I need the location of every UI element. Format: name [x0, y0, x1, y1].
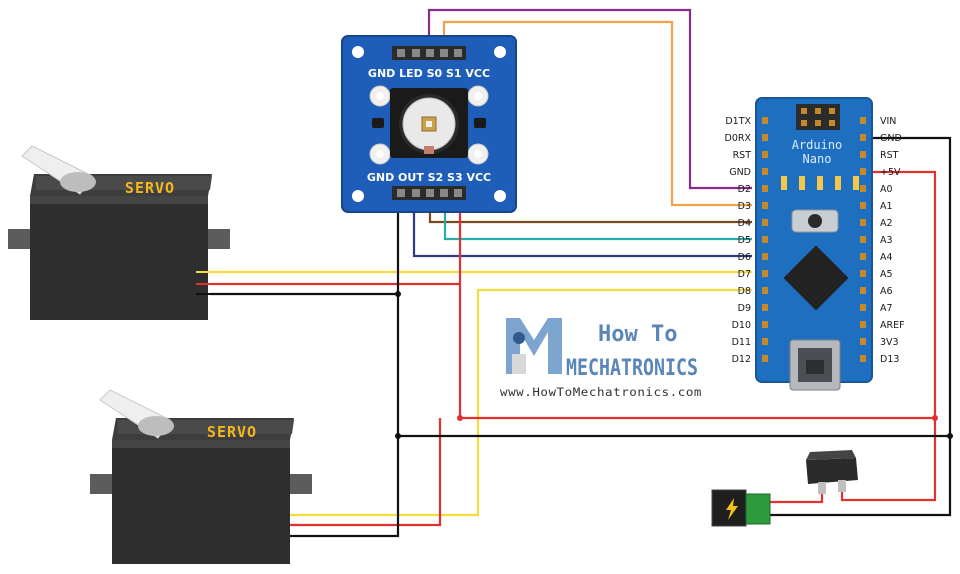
pin-label: AREF: [880, 320, 905, 331]
pin-label: D13: [880, 354, 899, 365]
wire-s0-d2: [427, 8, 752, 190]
servo-top: SERVO: [8, 145, 230, 320]
sensor-leds: [369, 85, 489, 165]
nano-pin-pad: [860, 202, 866, 209]
junctions: [395, 291, 953, 439]
pin-label: D2: [738, 184, 751, 195]
nano-chip: [783, 245, 849, 311]
pin-label: D8: [738, 286, 751, 297]
pin-label: A1: [880, 201, 893, 212]
nano-pin-pad: [860, 236, 866, 243]
servo-bottom: SERVO: [90, 389, 312, 564]
nano-title-2: Nano: [803, 152, 832, 166]
sensor-bottom-labels: GND OUT S2 S3 VCC: [367, 171, 491, 184]
pin-label: GND: [880, 133, 902, 144]
nano-pin-pad: [762, 117, 768, 124]
nano-pin-pad: [762, 304, 768, 311]
nano-pin-pad: [762, 321, 768, 328]
nano-pin-pad: [762, 185, 768, 192]
pin-label: D4: [738, 218, 751, 229]
nano-pin-pad: [762, 338, 768, 345]
pin-label: A5: [880, 269, 893, 280]
pin-label: A3: [880, 235, 893, 246]
pin-label: D7: [738, 269, 751, 280]
wire-5v-pin: [840, 170, 937, 502]
nano-left-pin-labels: D1TX D0RX RST GND D2 D3 D4 D5 D6 D7 D8 D…: [725, 116, 752, 365]
nano-pin-pad: [762, 253, 768, 260]
nano-pin-pad: [860, 117, 866, 124]
pin-label: A4: [880, 252, 893, 263]
nano-pin-pad: [860, 321, 866, 328]
pin-label: A2: [880, 218, 893, 229]
nano-pin-pad: [762, 355, 768, 362]
nano-pin-pad: [762, 151, 768, 158]
nano-pin-pad: [860, 134, 866, 141]
nano-pin-pad: [860, 287, 866, 294]
nano-pin-pad: [860, 185, 866, 192]
pin-label: GND: [729, 167, 751, 178]
nano-pin-pad: [860, 151, 866, 158]
nano-title-1: Arduino: [792, 138, 843, 152]
pin-label: D6: [738, 252, 751, 263]
pin-label: D0RX: [725, 133, 752, 144]
logo-url: www.HowToMechatronics.com: [500, 385, 702, 399]
servo-bottom-label: SERVO: [207, 423, 257, 441]
pin-label: VIN: [880, 116, 896, 127]
power-bolt-icon: [726, 498, 738, 520]
wire-s1-d3: [442, 20, 752, 207]
pin-label: D3: [738, 201, 751, 212]
nano-pin-pad: [762, 270, 768, 277]
wire-out-d6: [412, 196, 752, 258]
arduino-nano: Arduino Nano D1TX D0RX RST GND D2 D3 D4 …: [725, 97, 905, 391]
power-switch[interactable]: [806, 450, 858, 494]
pin-label: D9: [738, 303, 751, 314]
pin-label: D12: [732, 354, 751, 365]
pin-label: D10: [732, 320, 751, 331]
pin-label: A6: [880, 286, 893, 297]
logo-line2: MECHATRONICS: [566, 356, 698, 381]
sensor-top-labels: GND LED S0 S1 VCC: [368, 67, 490, 80]
pin-label: RST: [733, 150, 752, 161]
nano-pin-pad: [762, 168, 768, 175]
nano-pin-pad: [762, 219, 768, 226]
nano-pin-pad: [762, 134, 768, 141]
wire-servo2-d8: [290, 288, 752, 517]
logo-line1: How To: [598, 322, 677, 347]
wires: [210, 8, 952, 538]
nano-pin-pad: [762, 287, 768, 294]
nano-right-pin-labels: VIN GND RST +5V A0 A1 A2 A3 A4 A5 A6 A7 …: [880, 116, 905, 365]
wire-servo2-vcc: [290, 418, 442, 527]
pin-label: +5V: [880, 167, 901, 178]
wire-gnd-pin: [768, 136, 952, 517]
howtomechatronics-logo: How To MECHATRONICS www.HowToMechatronic…: [500, 318, 702, 399]
nano-pin-pad: [860, 304, 866, 311]
pin-label: D1TX: [725, 116, 751, 127]
nano-pin-pad: [860, 355, 866, 362]
pin-label: RST: [880, 150, 899, 161]
nano-pin-pad: [860, 168, 866, 175]
pin-label: D11: [732, 337, 751, 348]
nano-pin-pad: [860, 270, 866, 277]
nano-pin-pad: [762, 202, 768, 209]
color-sensor: GND LED S0 S1 VCC GND OUT S2 S3 VCC: [341, 35, 517, 213]
pin-label: A0: [880, 184, 893, 195]
pin-label: A7: [880, 303, 893, 314]
nano-pin-pad: [860, 253, 866, 260]
pin-label: D5: [738, 235, 751, 246]
pin-label: 3V3: [880, 337, 899, 348]
nano-pin-pad: [762, 236, 768, 243]
servo-top-label: SERVO: [125, 179, 175, 197]
wire-switch-jack: [768, 492, 824, 504]
logo-gear-icon: [506, 318, 562, 374]
dc-power-jack: [711, 489, 771, 527]
wire-servo2-gnd: [290, 436, 400, 538]
nano-pin-pad: [860, 219, 866, 226]
nano-pin-pad: [860, 338, 866, 345]
